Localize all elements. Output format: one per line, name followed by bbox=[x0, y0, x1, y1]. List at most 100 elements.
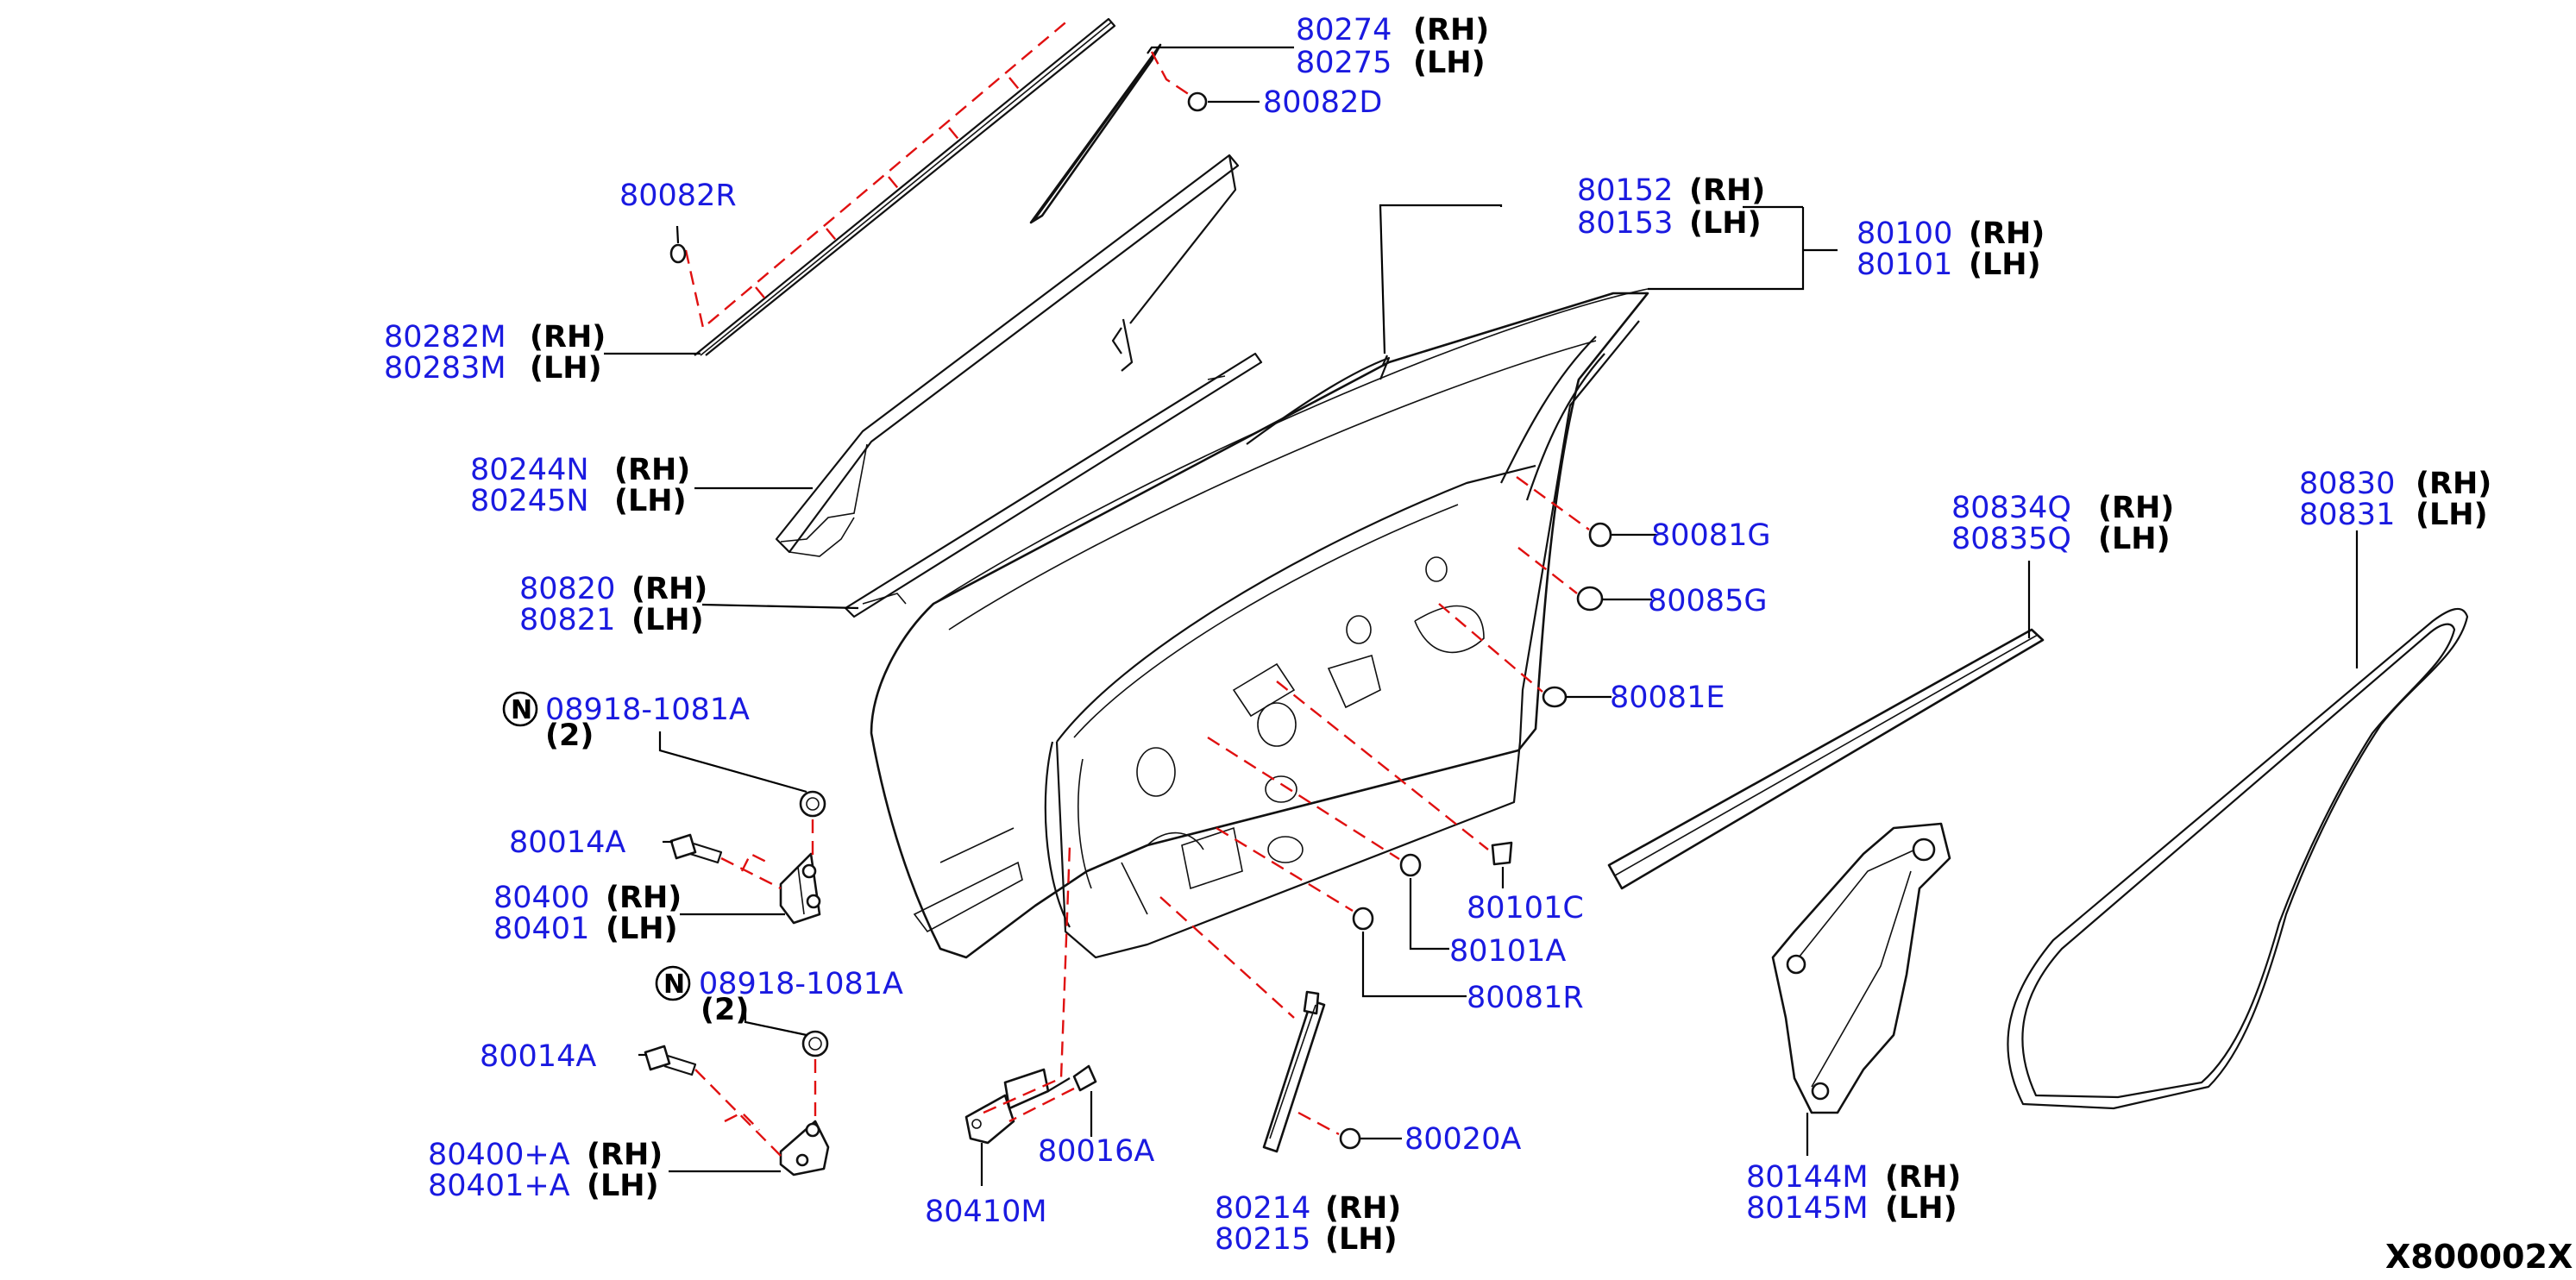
side-label: (RH) bbox=[606, 881, 682, 915]
side-label: (LH) bbox=[1413, 46, 1486, 80]
callout-80835Q[interactable]: 80835Q (LH) bbox=[1951, 522, 2171, 556]
callout-80085G[interactable]: 80085G bbox=[1648, 584, 1767, 618]
sash-moulding-80282M bbox=[694, 17, 1116, 356]
part-number: 80101C bbox=[1467, 891, 1584, 925]
callout-80101C[interactable]: 80101C bbox=[1467, 891, 1584, 925]
hinge-upper-80400 bbox=[779, 852, 821, 925]
hinge-lower-80400A bbox=[779, 1120, 830, 1176]
side-label: (RH) bbox=[1689, 173, 1765, 208]
door-check-80410M bbox=[964, 844, 1071, 1145]
part-number: 08918-1081A bbox=[545, 693, 750, 727]
callout-80081R[interactable]: 80081R bbox=[1467, 981, 1584, 1015]
side-label: (RH) bbox=[1413, 13, 1489, 47]
part-number: 80085G bbox=[1648, 584, 1767, 618]
part-number: 80400 bbox=[493, 881, 589, 915]
clip-80101C bbox=[1276, 681, 1513, 866]
part-number: 80082D bbox=[1263, 85, 1382, 120]
callout-08918-1081A-lower[interactable]: N 08918-1081A (2) bbox=[655, 965, 903, 1027]
callout-80081G[interactable]: 80081G bbox=[1651, 518, 1770, 553]
callout-80100[interactable]: 80100 (RH) bbox=[1857, 216, 2045, 251]
callout-80274[interactable]: 80274 (RH) bbox=[1296, 13, 1489, 47]
callout-80082D[interactable]: 80082D bbox=[1263, 85, 1382, 120]
bolt-80016A bbox=[1008, 1064, 1097, 1123]
part-number: 80282M bbox=[384, 320, 506, 355]
callout-80020A[interactable]: 80020A bbox=[1404, 1122, 1521, 1157]
bolt-08918-upper bbox=[799, 790, 826, 856]
part-number: 80834Q bbox=[1951, 491, 2071, 525]
clip-80020A bbox=[1297, 1111, 1361, 1150]
callout-80400[interactable]: 80400 (RH) bbox=[493, 881, 682, 915]
frame-corner-80152 bbox=[1246, 356, 1391, 445]
part-number: 80245N bbox=[470, 484, 589, 518]
n-symbol-circle bbox=[502, 691, 538, 727]
outer-weatherstrip-80820 bbox=[844, 352, 1263, 618]
weatherstrip-80830 bbox=[2007, 607, 2469, 1110]
side-label: (RH) bbox=[1885, 1160, 1961, 1195]
part-number: 80101A bbox=[1449, 934, 1566, 969]
callout-80244N[interactable]: 80244N (RH) bbox=[470, 453, 690, 487]
bolt-80014A-lower bbox=[644, 1045, 782, 1157]
n-symbol-circle bbox=[655, 965, 691, 1001]
callout-80400A[interactable]: 80400+A (RH) bbox=[428, 1138, 663, 1172]
door-seal-80834Q bbox=[1607, 628, 2045, 890]
callout-08918-1081A-upper[interactable]: N 08918-1081A (2) bbox=[502, 691, 750, 753]
part-number: 80831 bbox=[2299, 498, 2395, 532]
callout-80014A-lower[interactable]: 80014A bbox=[480, 1039, 596, 1074]
part-number: 80016A bbox=[1038, 1134, 1154, 1169]
callout-80144M[interactable]: 80144M (RH) bbox=[1746, 1160, 1961, 1195]
screw-80082D bbox=[1150, 51, 1208, 112]
callout-80821[interactable]: 80821 (LH) bbox=[519, 603, 704, 637]
side-label: (LH) bbox=[631, 603, 704, 637]
callout-80401A[interactable]: 80401+A (LH) bbox=[428, 1169, 659, 1203]
side-label: (LH) bbox=[614, 484, 687, 518]
callout-80153[interactable]: 80153 (LH) bbox=[1577, 206, 1762, 241]
clip-80081E bbox=[1438, 603, 1568, 708]
side-label: (LH) bbox=[587, 1169, 659, 1203]
callout-80214[interactable]: 80214 (RH) bbox=[1215, 1191, 1401, 1226]
part-number: 80145M bbox=[1746, 1191, 1869, 1226]
callout-80834Q[interactable]: 80834Q (RH) bbox=[1951, 491, 2174, 525]
part-number: 80020A bbox=[1404, 1122, 1521, 1157]
glass-channel-80214 bbox=[1159, 896, 1326, 1153]
callout-80275[interactable]: 80275 (LH) bbox=[1296, 46, 1486, 80]
callout-80830[interactable]: 80830 (RH) bbox=[2299, 467, 2491, 501]
side-label: (RH) bbox=[1325, 1191, 1401, 1226]
part-number: 80830 bbox=[2299, 467, 2395, 501]
part-number: 80401 bbox=[493, 912, 589, 946]
side-label: (LH) bbox=[1885, 1191, 1957, 1226]
part-number: 80082R bbox=[619, 179, 737, 213]
callout-80082R[interactable]: 80082R bbox=[619, 179, 737, 213]
callout-80245N[interactable]: 80245N (LH) bbox=[470, 484, 687, 518]
side-label: (LH) bbox=[606, 912, 678, 946]
callout-80081E[interactable]: 80081E bbox=[1610, 681, 1725, 715]
window-regulator-80144M bbox=[1771, 822, 1951, 1114]
callout-80152[interactable]: 80152 (RH) bbox=[1577, 173, 1765, 208]
callout-80401[interactable]: 80401 (LH) bbox=[493, 912, 678, 946]
callout-80016A[interactable]: 80016A bbox=[1038, 1134, 1154, 1169]
callout-80215[interactable]: 80215 (LH) bbox=[1215, 1222, 1398, 1257]
callout-80145M[interactable]: 80145M (LH) bbox=[1746, 1191, 1957, 1226]
part-number: 80275 bbox=[1296, 46, 1392, 80]
callout-80283M[interactable]: 80283M (LH) bbox=[384, 351, 602, 386]
callout-80410M[interactable]: 80410M bbox=[925, 1195, 1047, 1229]
side-label: (RH) bbox=[1969, 216, 2045, 251]
part-number: 08918-1081A bbox=[699, 967, 903, 1001]
part-number: 80152 bbox=[1577, 173, 1673, 208]
sash-moulding-guide bbox=[684, 18, 1071, 330]
callout-80014A-upper[interactable]: 80014A bbox=[509, 825, 625, 860]
part-number: 80081E bbox=[1610, 681, 1725, 715]
n-symbol-letter: N bbox=[511, 695, 532, 725]
part-number: 80820 bbox=[519, 572, 615, 606]
callout-80101A[interactable]: 80101A bbox=[1449, 934, 1566, 969]
callout-80101[interactable]: 80101 (LH) bbox=[1857, 248, 2041, 282]
callout-80282M[interactable]: 80282M (RH) bbox=[384, 320, 606, 355]
leader-lines bbox=[604, 46, 2359, 1186]
callout-80820[interactable]: 80820 (RH) bbox=[519, 572, 707, 606]
part-number: 80283M bbox=[384, 351, 506, 386]
part-number: 80101 bbox=[1857, 248, 1952, 282]
part-number: 80401+A bbox=[428, 1169, 570, 1203]
part-number: 80100 bbox=[1857, 216, 1952, 251]
part-number: 80244N bbox=[470, 453, 589, 487]
callout-80831[interactable]: 80831 (LH) bbox=[2299, 498, 2488, 532]
part-number: 80014A bbox=[509, 825, 625, 860]
